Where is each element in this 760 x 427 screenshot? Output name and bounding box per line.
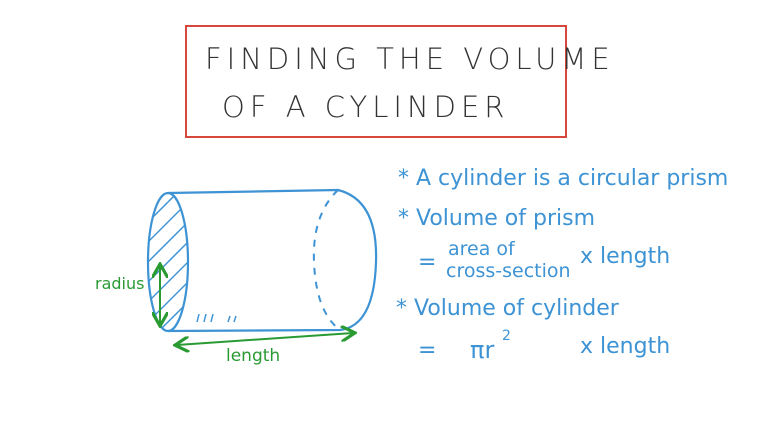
cylinder-hidden-edge [312,189,341,331]
title-line-2: OF A CYLINDER [222,90,510,124]
length-arrow [177,333,353,345]
cylinder-body [167,188,378,333]
note-cylinder-prism: * A cylinder is a circular prism [398,166,729,191]
title-line-1: FINDING THE VOLUME [205,42,615,76]
squared-exponent: 2 [502,328,511,344]
pi-r-formula: πr [470,336,495,364]
area-of-label: area of [448,238,515,260]
note-volume-cylinder: * Volume of cylinder [396,296,619,321]
shading-marks [196,313,237,323]
length-label: length [226,346,281,366]
note-volume-prism: * Volume of prism [398,206,596,231]
title-box [185,25,567,138]
cross-section-label: cross-section [446,260,571,282]
equals-sign-2: = [418,338,437,363]
equals-sign-1: = [418,250,437,275]
radius-label: radius [95,274,145,293]
times-length-1: x length [580,244,671,269]
times-length-2: x length [580,334,671,359]
